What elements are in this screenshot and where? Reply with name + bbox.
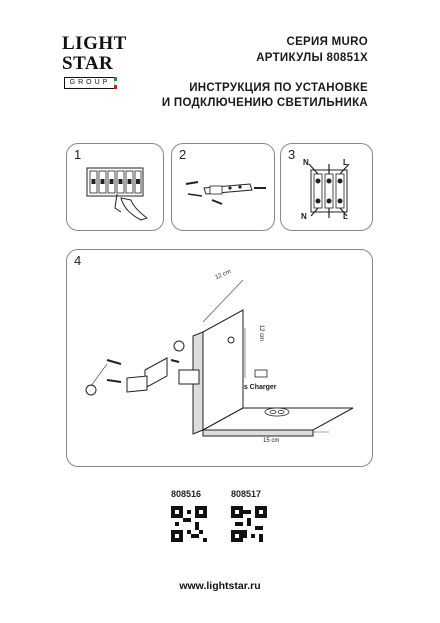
wireless-charger-label: Wireless Charger xyxy=(219,384,277,391)
step-number: 2 xyxy=(179,147,187,162)
step-number: 1 xyxy=(74,147,82,162)
logo-line-1: LIGHT xyxy=(62,33,127,54)
logo-line-2: STAR xyxy=(62,53,114,74)
width-dimension-label: 15 cm xyxy=(263,438,280,444)
step-4-box: 4 12 cm 12 cm 15 cm Wireless Charger xyxy=(66,249,373,467)
italian-flag-icon xyxy=(114,77,117,89)
qr-code-icon[interactable] xyxy=(171,506,207,542)
logo-group-label: GROUP xyxy=(64,77,116,89)
wire-label-n-bottom: N xyxy=(301,212,307,221)
step-number: 3 xyxy=(288,147,296,162)
mounting-bracket-icon xyxy=(185,181,266,205)
article-code-1: 808516 xyxy=(171,489,202,499)
instruction-title-line-1: ИНСТРУКЦИЯ ПО УСТАНОВКЕ xyxy=(189,82,368,94)
step-number: 4 xyxy=(74,253,82,268)
qr-code-icon[interactable] xyxy=(231,506,267,542)
step-2-box: 2 xyxy=(171,143,275,231)
circuit-breaker-icon xyxy=(86,167,149,221)
article-numbers: АРТИКУЛЫ 80851X xyxy=(256,52,368,64)
website-link[interactable]: www.lightstar.ru xyxy=(179,580,261,592)
article-code-2: 808517 xyxy=(231,489,262,499)
wiring-terminal-icon xyxy=(308,164,350,218)
step-3-box: 3 N L N L xyxy=(280,143,373,231)
wire-label-l-bottom: L xyxy=(343,212,348,221)
instruction-title-line-2: И ПОДКЛЮЧЕНИЮ СВЕТИЛЬНИКА xyxy=(161,97,368,109)
wire-label-n-top: N xyxy=(303,158,309,167)
series-name: СЕРИЯ MURO xyxy=(286,36,368,48)
lightstar-logo: LIGHT STAR GROUP xyxy=(62,30,126,104)
step-1-box: 1 xyxy=(66,143,164,231)
wire-label-l-top: L xyxy=(343,158,348,167)
lamp-installation-diagram xyxy=(85,279,354,437)
